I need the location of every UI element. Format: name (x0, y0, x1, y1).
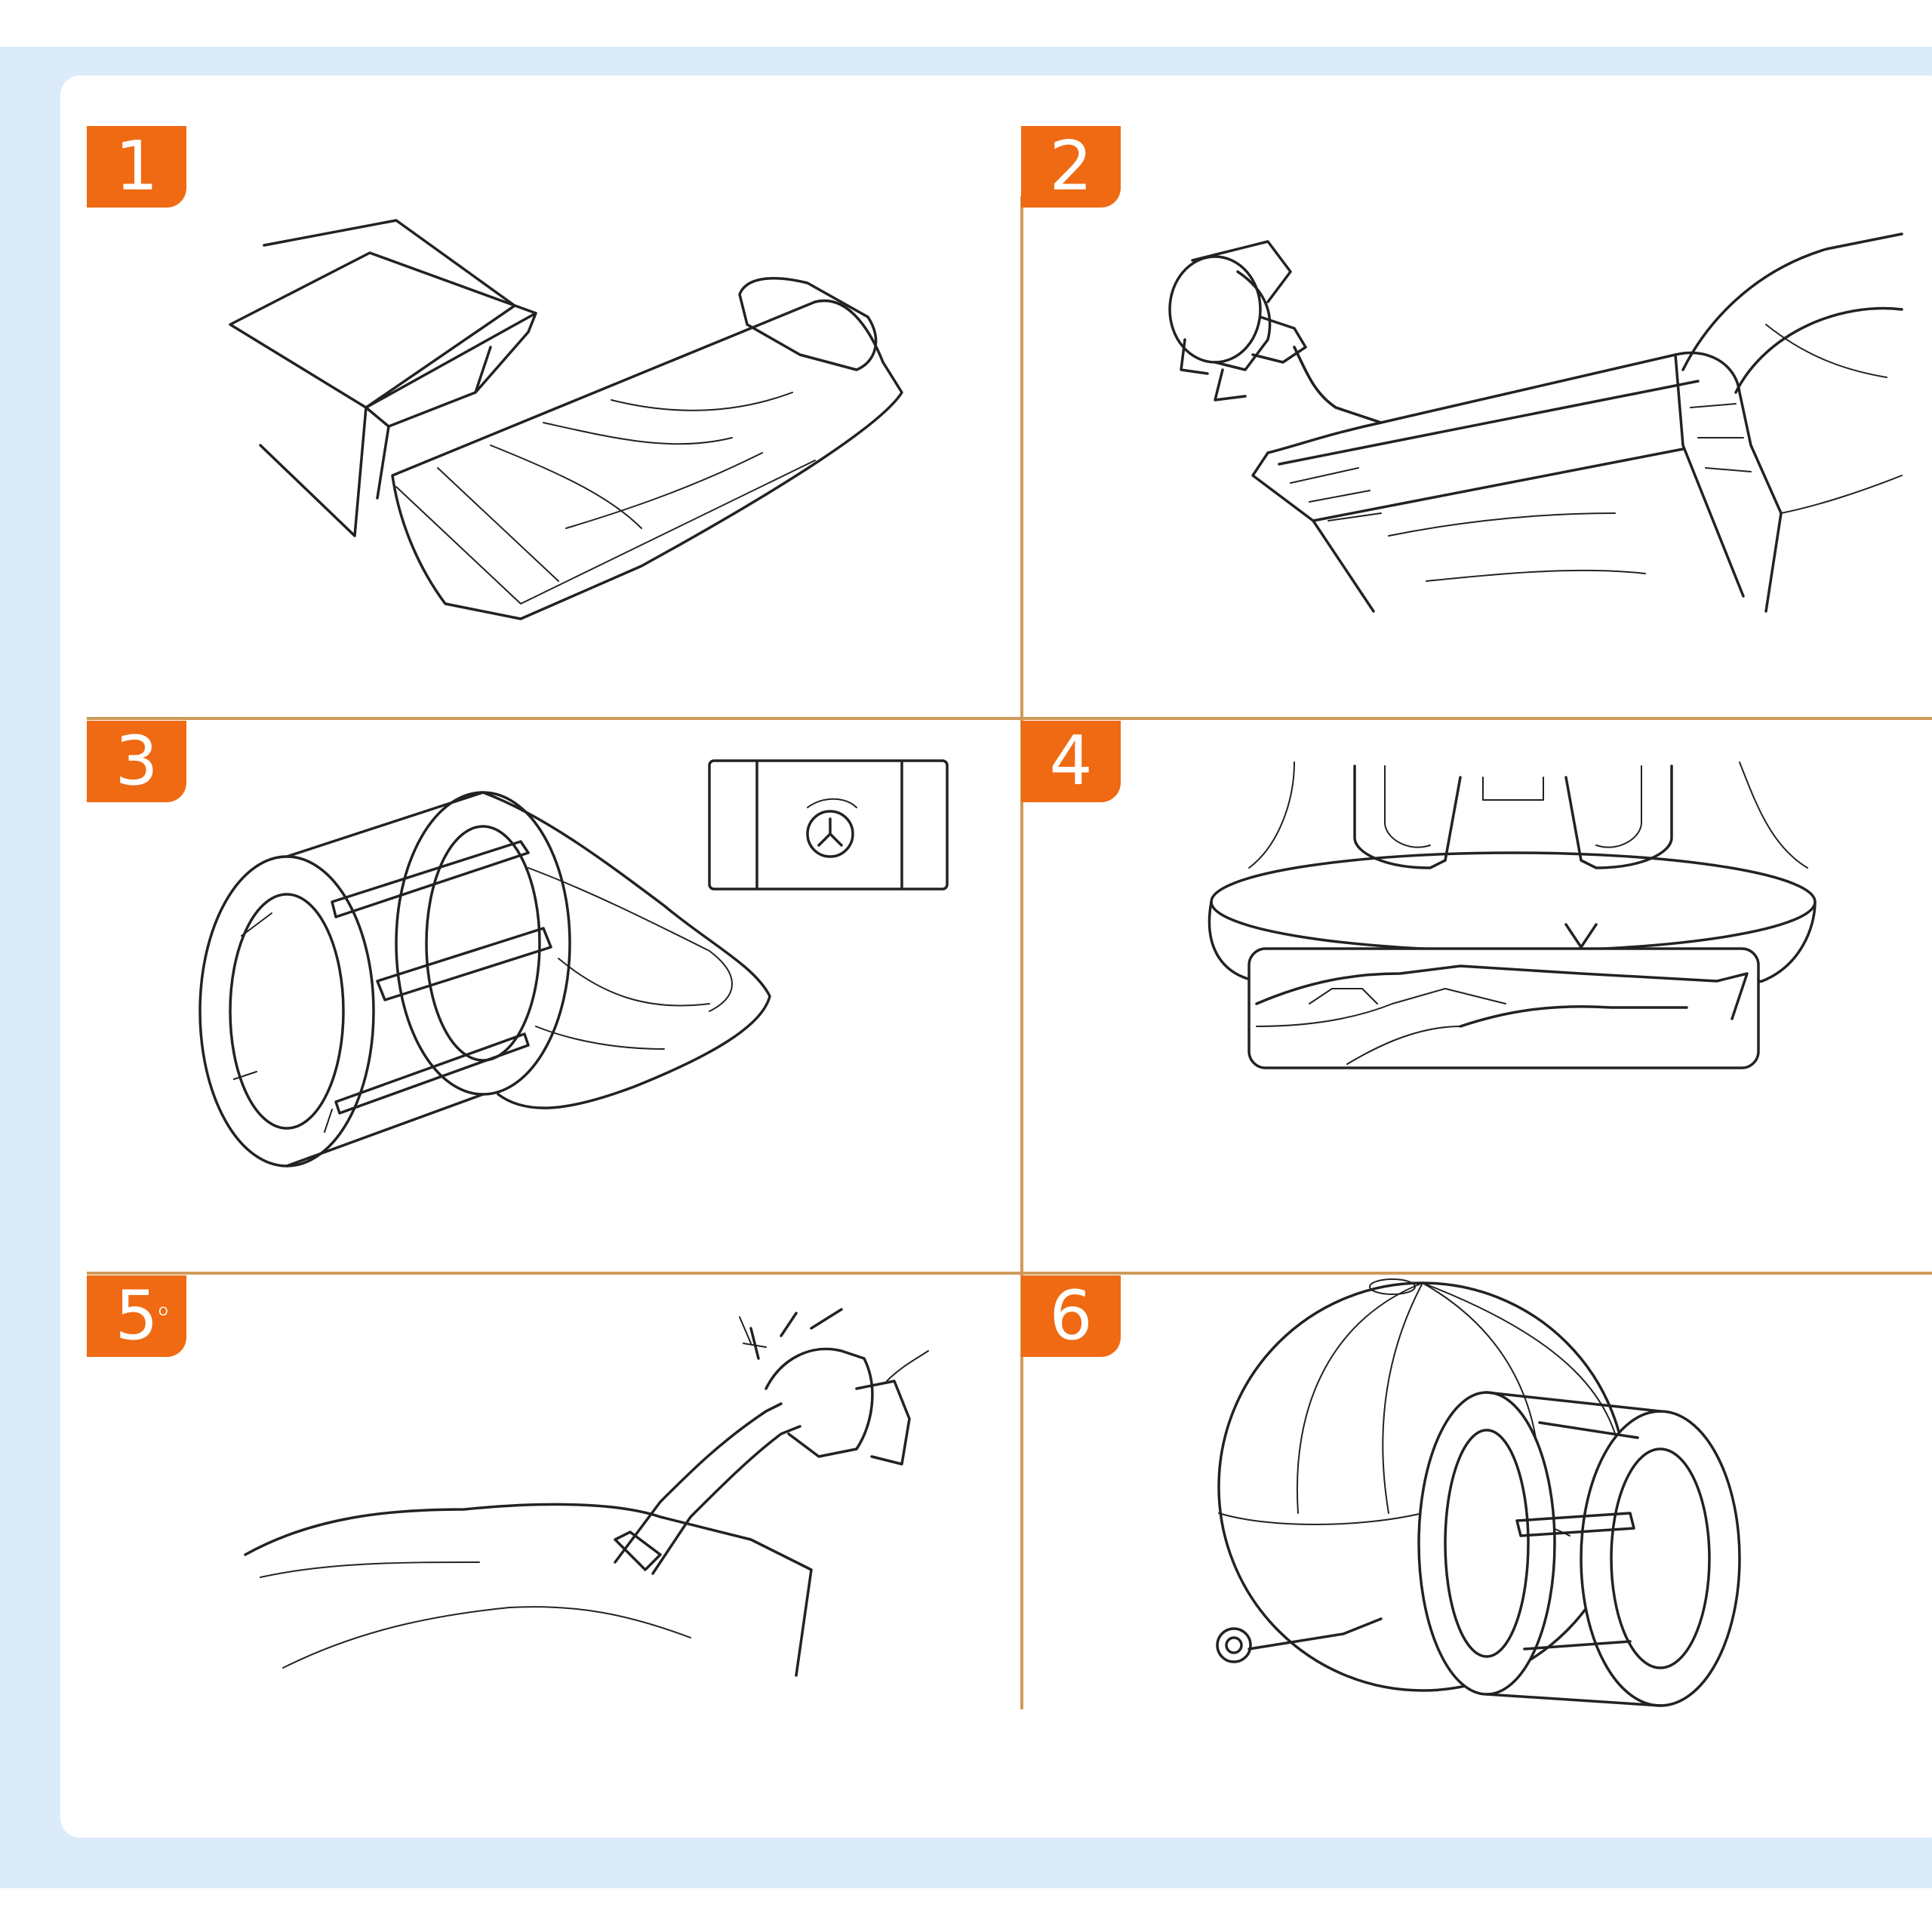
inflatable-tunnel-icon (198, 791, 571, 1168)
air-pump-icon (1168, 240, 1307, 401)
deflated-dome-icon (481, 791, 771, 1109)
deflated-tunnel-icon (1251, 232, 1903, 613)
step-2-badge: 2 (1021, 126, 1121, 208)
step-2-number: 2 (1049, 127, 1093, 206)
step-2-illustration (1168, 232, 1903, 613)
valve-inset-icon (708, 759, 949, 891)
step-4-illustration (1208, 761, 1817, 1069)
step-1-number: 1 (115, 127, 158, 206)
bubble-dome-icon (1217, 1278, 1628, 1692)
step-1-illustration (229, 219, 903, 620)
step-6-illustration (1216, 1278, 1741, 1707)
deflated-dome-icon (244, 1503, 813, 1677)
step-3-number: 3 (115, 721, 158, 801)
step-6-number: 6 (1049, 1276, 1093, 1355)
vertical-divider (1020, 196, 1023, 1709)
open-box-icon (229, 219, 537, 537)
pump-hose-icon (1293, 346, 1383, 424)
zipper-inset-icon (1247, 947, 1760, 1069)
tent-pump-icon (1216, 1617, 1383, 1663)
horizontal-divider-2 (87, 1272, 1932, 1275)
entrance-tunnel-icon (1417, 1391, 1741, 1707)
step-5-number: 5 (115, 1276, 158, 1355)
air-outlet-tube-icon (614, 1402, 801, 1575)
step-4-number: 4 (1049, 721, 1093, 801)
horizontal-divider-1 (87, 717, 1932, 720)
step-5-mark: O (158, 1304, 168, 1318)
step-3-illustration (198, 759, 949, 1168)
step-5-illustration (244, 1308, 929, 1677)
step-1-badge: 1 (87, 126, 186, 208)
hands-tying-icon (739, 1308, 929, 1466)
step-6-badge: 6 (1021, 1275, 1121, 1357)
step-3-badge: 3 (87, 721, 186, 802)
rolled-tent-icon (391, 277, 903, 620)
step-4-badge: 4 (1021, 721, 1121, 802)
